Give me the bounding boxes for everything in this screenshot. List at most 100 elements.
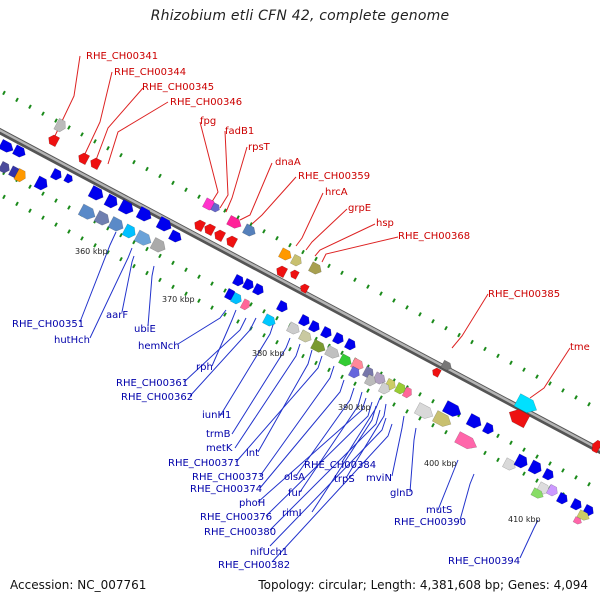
lower-gene-label: RHE_CH00384 xyxy=(304,460,376,471)
gene-feature xyxy=(289,253,302,267)
gene-feature xyxy=(527,459,542,475)
gene-feature xyxy=(226,214,242,229)
gene-feature xyxy=(331,331,344,345)
genome-backbone xyxy=(0,127,600,455)
upper-gene-label: RHE_CH00368 xyxy=(398,231,470,242)
gene-feature xyxy=(441,400,462,417)
gene-feature xyxy=(413,402,434,419)
upper-gene-label: fpg xyxy=(200,116,216,127)
gene-feature xyxy=(194,219,207,233)
lower-gene-label: glnD xyxy=(390,488,413,499)
gene-feature xyxy=(401,386,412,399)
lower-gene-label: trmB xyxy=(206,429,231,440)
lower-gene-label: RHE_CH00376 xyxy=(200,512,272,523)
gene-feature xyxy=(286,321,300,335)
upper-gene-label: fadB1 xyxy=(225,126,254,137)
lower-gene-label: rph xyxy=(196,362,213,373)
lower-gene-label: aarF xyxy=(106,310,128,321)
gene-feature xyxy=(300,283,310,294)
gene-feature xyxy=(508,409,531,429)
gene-feature xyxy=(121,223,136,239)
lower-leader-lines xyxy=(79,231,539,563)
upper-gene-label: dnaA xyxy=(275,157,301,168)
gene-feature xyxy=(155,216,172,232)
coordinate-tick-label: 410 kbp xyxy=(508,515,541,524)
gene-feature xyxy=(572,516,582,525)
gene-feature xyxy=(310,338,326,353)
coordinate-tick-label: 370 kbp xyxy=(162,295,195,304)
gene-feature xyxy=(33,175,48,191)
gene-feature xyxy=(569,497,582,511)
gene-feature xyxy=(210,202,220,213)
coordinate-tick-label: 360 kbp xyxy=(75,247,108,256)
gene-feature xyxy=(48,134,61,148)
lower-gene-label: RHE_CH00380 xyxy=(204,527,276,538)
upper-gene-label: grpE xyxy=(348,203,371,214)
lower-gene-label: lnt xyxy=(246,448,259,459)
upper-gene-label: tme xyxy=(570,342,590,353)
gene-feature xyxy=(513,453,528,469)
lower-gene-label: RHE_CH00374 xyxy=(190,484,262,495)
lower-gene-label: ubiE xyxy=(134,324,156,335)
gene-feature xyxy=(343,337,356,351)
lower-gene-label: metK xyxy=(206,443,233,454)
lower-gene-label: mutS xyxy=(426,505,452,516)
gene-feature xyxy=(338,353,352,367)
lower-gene-label: RHE_CH00394 xyxy=(448,556,520,567)
gene-feature xyxy=(0,138,14,153)
lower-gene-label: rimI xyxy=(282,508,302,519)
gene-features xyxy=(0,118,600,525)
gene-feature xyxy=(545,483,558,497)
gene-feature xyxy=(78,152,91,166)
gene-feature xyxy=(103,193,118,209)
gene-feature xyxy=(297,313,310,327)
gene-feature xyxy=(393,381,406,395)
gene-feature xyxy=(278,247,292,261)
gene-feature xyxy=(0,160,10,174)
lower-gene-label: RHE_CH00351 xyxy=(12,319,84,330)
upper-gene-label: RHE_CH00359 xyxy=(298,171,370,182)
gene-feature xyxy=(107,216,124,232)
gene-feature xyxy=(347,365,360,379)
gene-feature xyxy=(432,367,442,378)
map-title: Rhizobium etli CFN 42, complete genome xyxy=(150,8,450,24)
coordinate-tick-label: 400 kbp xyxy=(424,459,457,468)
gene-feature xyxy=(204,223,217,237)
gene-feature xyxy=(541,467,554,481)
gene-feature xyxy=(363,373,376,387)
lower-gene-label: mviN xyxy=(366,473,392,484)
lower-gene-label: hemNch xyxy=(138,341,180,352)
gene-feature xyxy=(133,229,152,246)
gene-feature xyxy=(324,344,340,359)
upper-gene-label: RHE_CH00345 xyxy=(142,82,214,93)
topology-text: Topology: circular; Length: 4,381,608 bp… xyxy=(258,578,588,592)
upper-gene-label: RHE_CH00346 xyxy=(170,97,242,108)
gene-feature xyxy=(135,206,152,222)
lower-gene-label: phoH xyxy=(239,498,265,509)
gene-feature xyxy=(49,167,62,181)
gene-feature xyxy=(276,265,289,279)
accession-text: Accession: NC_007761 xyxy=(10,578,147,592)
upper-gene-label: hrcA xyxy=(325,187,348,198)
gene-feature xyxy=(117,199,134,215)
gene-feature xyxy=(377,381,390,395)
gene-feature xyxy=(87,185,104,201)
gene-feature xyxy=(262,313,276,327)
gene-feature xyxy=(251,282,264,296)
gene-feature xyxy=(168,229,182,243)
gene-feature xyxy=(53,118,66,133)
gene-feature xyxy=(431,410,452,427)
lower-gene-label: RHE_CH00373 xyxy=(192,472,264,483)
gene-feature xyxy=(465,413,482,429)
upper-gene-label: RHE_CH00341 xyxy=(86,51,158,62)
gene-feature xyxy=(241,277,254,291)
gene-feature xyxy=(530,487,544,499)
gene-feature xyxy=(93,210,110,226)
gene-feature xyxy=(307,319,320,333)
lower-gene-label: RHE_CH00382 xyxy=(218,560,290,571)
gene-feature xyxy=(298,329,312,343)
gene-feature xyxy=(63,173,73,184)
lower-gene-label: RHE_CH00371 xyxy=(168,458,240,469)
